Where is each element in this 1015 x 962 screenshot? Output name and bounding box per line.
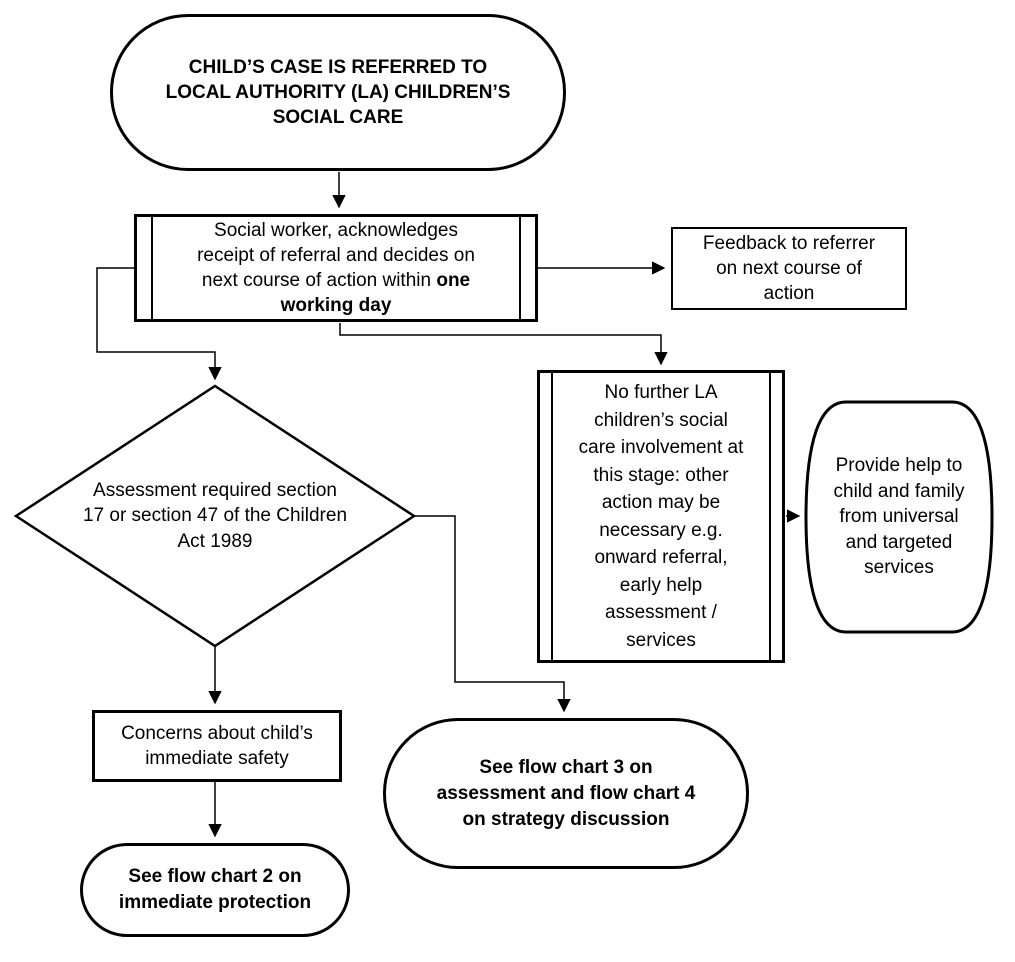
double-line-right (769, 373, 771, 660)
double-line-left (551, 373, 553, 660)
node-flow-chart-3: See flow chart 3 on assessment and flow … (383, 718, 749, 869)
provide-help-label: Provide help to child and family from un… (833, 455, 965, 579)
assessment-decision-diamond-shape (13, 384, 417, 648)
node-concerns-safety: Concerns about child’s immediate safety (92, 710, 342, 782)
case-referred-label: CHILD’S CASE IS REFERRED TO LOCAL AUTHOR… (165, 57, 511, 128)
flow-chart-3-label: See flow chart 3 on assessment and flow … (436, 756, 696, 830)
node-flow-chart-2: See flow chart 2 on immediate protection (80, 843, 350, 937)
social-worker-label: Social worker, acknowledges receipt of r… (197, 218, 475, 318)
no-further-involvement-label: No further LA children’s social care inv… (578, 382, 744, 651)
feedback-referrer-label: Feedback to referrer on next course of a… (702, 233, 876, 304)
node-assessment-decision: Assessment required section 17 or sectio… (40, 477, 390, 555)
node-feedback-referrer: Feedback to referrer on next course of a… (671, 227, 907, 310)
social-worker-label-regular: Social worker, acknowledges receipt of r… (197, 220, 475, 291)
node-provide-help: Provide help to child and family from un… (824, 452, 974, 582)
node-no-further-involvement: No further LA children’s social care inv… (537, 370, 785, 663)
double-line-right (519, 217, 521, 319)
assessment-decision-label: Assessment required section 17 or sectio… (82, 479, 348, 552)
connector-assessment-to-flow-chart-3 (415, 515, 571, 713)
provide-help-barrel-shape (804, 400, 994, 634)
social-worker-label-bold: one working day (280, 270, 471, 316)
double-line-left (151, 217, 153, 319)
flow-chart-2-label: See flow chart 2 on immediate protection (118, 866, 312, 913)
connector-social-worker-to-no-further (339, 323, 668, 366)
connector-social-worker-to-assessment (96, 267, 222, 381)
node-social-worker: Social worker, acknowledges receipt of r… (134, 214, 538, 322)
concerns-safety-label: Concerns about child’s immediate safety (121, 723, 313, 769)
node-case-referred: CHILD’S CASE IS REFERRED TO LOCAL AUTHOR… (110, 14, 566, 171)
